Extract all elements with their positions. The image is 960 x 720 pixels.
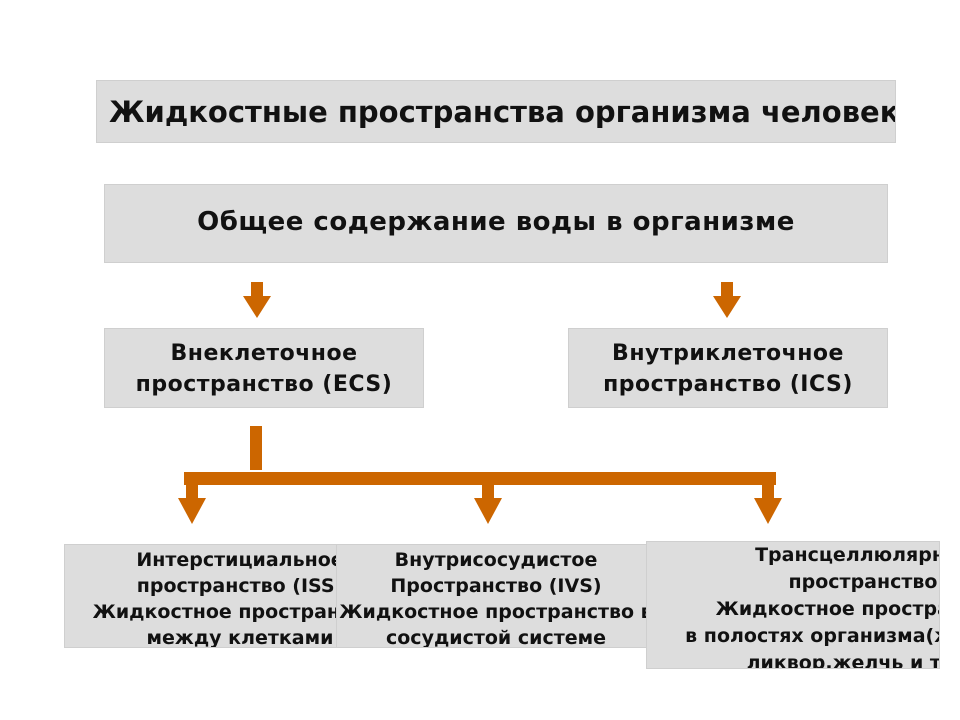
ecs-line2: пространство (ECS) xyxy=(135,372,393,397)
arrow-to-intravascular xyxy=(474,485,502,524)
ics-line2: пространство (ICS) xyxy=(603,372,853,397)
intravascular-line1: Внутрисосудистое xyxy=(394,549,598,571)
connector-ecs-stem xyxy=(250,426,262,470)
interstitial-line3: Жидкостное пространство xyxy=(92,601,345,623)
interstitial-line4: между клетками xyxy=(146,627,334,648)
arrow-total-to-ics xyxy=(713,282,741,318)
interstitial-box: Интерстициальное пространство (ISS) Жидк… xyxy=(64,544,346,648)
transcellular-line4: в полостях организма(желудок, xyxy=(685,625,939,647)
transcellular-box: Трансцеллюлярное пространство Жидкостное… xyxy=(646,541,940,669)
intravascular-box: Внутрисосудистое Пространство (IVS) Жидк… xyxy=(336,544,656,648)
transcellular-line3: Жидкостное пространство xyxy=(715,598,939,620)
arrow-to-interstitial xyxy=(178,485,206,524)
total-water-text: Общее содержание воды в организме xyxy=(197,207,795,237)
transcellular-line5: ликвор,желчь и т.д.) xyxy=(746,652,940,669)
arrow-total-to-ecs xyxy=(243,282,271,318)
transcellular-line2: пространство xyxy=(788,571,938,593)
ics-box: Внутриклеточное пространство (ICS) xyxy=(568,328,888,408)
interstitial-line1: Интерстициальное xyxy=(136,549,344,571)
slide-title-text: Жидкостные пространства организма челове… xyxy=(109,95,896,129)
interstitial-line2: пространство (ISS) xyxy=(136,575,344,597)
ecs-box: Внеклеточное пространство (ECS) xyxy=(104,328,424,408)
slide-title: Жидкостные пространства организма челове… xyxy=(96,80,896,143)
intravascular-line2: Пространство (IVS) xyxy=(390,575,602,597)
ics-line1: Внутриклеточное xyxy=(612,341,844,366)
transcellular-line1: Трансцеллюлярное xyxy=(755,544,939,566)
intravascular-line3: Жидкостное пространство в xyxy=(339,601,653,623)
ecs-line1: Внеклеточное xyxy=(170,341,358,366)
total-water-box: Общее содержание воды в организме xyxy=(104,184,888,263)
intravascular-line4: сосудистой системе xyxy=(385,627,607,648)
arrow-to-transcellular xyxy=(754,485,782,524)
connector-horizontal-bar xyxy=(184,472,776,485)
